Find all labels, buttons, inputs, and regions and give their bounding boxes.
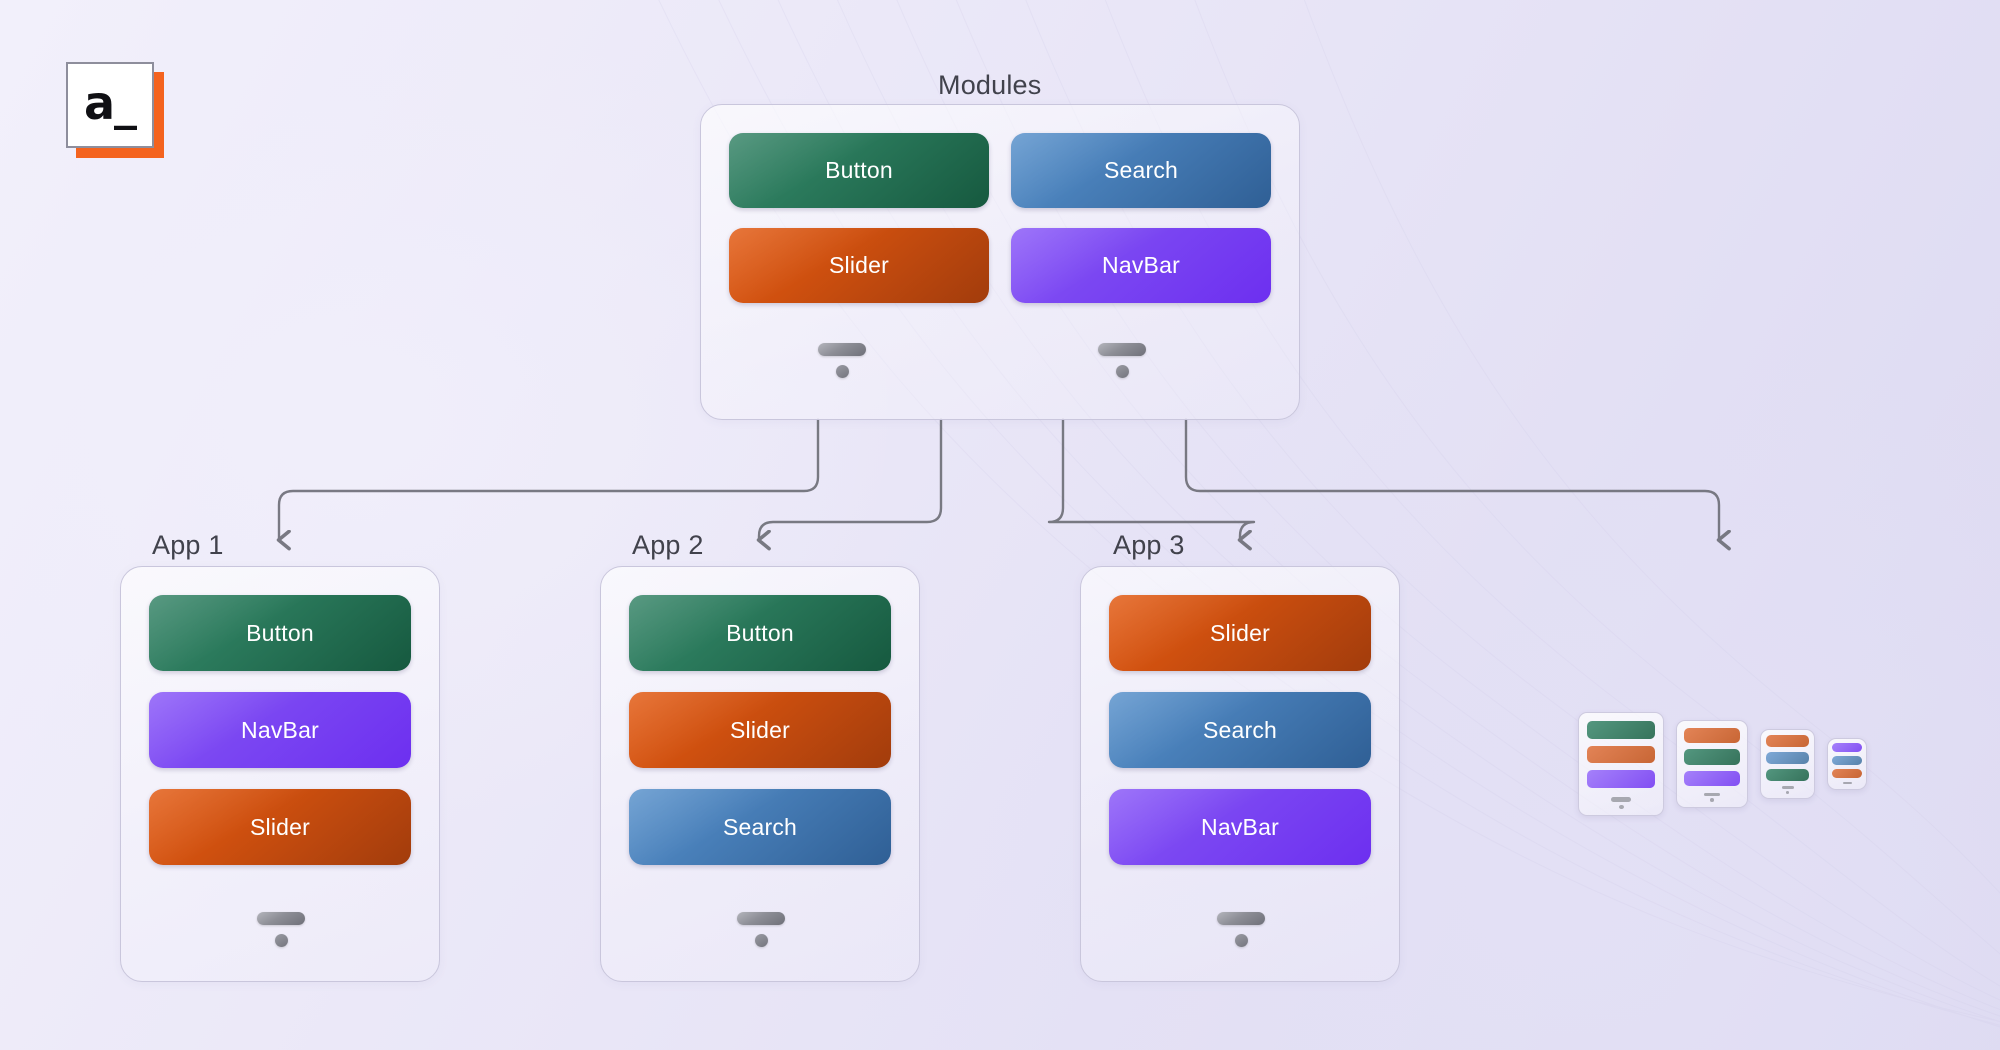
handle-dot xyxy=(1234,934,1248,947)
mini-row xyxy=(1684,770,1740,786)
handle-bar xyxy=(737,912,785,925)
app-chip-label: Search xyxy=(722,813,798,840)
mini-dot xyxy=(1786,791,1789,795)
mini-handle xyxy=(1842,782,1852,784)
mini-row xyxy=(1832,743,1862,752)
mini-card-2[interactable] xyxy=(1676,720,1748,808)
panel-handle xyxy=(257,912,305,947)
mini-dot xyxy=(1618,804,1624,809)
mini-handle xyxy=(1781,786,1794,790)
module-chip-label: Button xyxy=(825,157,893,183)
app-chip-label: NavBar xyxy=(1201,813,1279,840)
app-logo: a_ xyxy=(66,62,164,158)
mini-row xyxy=(1587,770,1655,789)
app2-chip-search[interactable]: Search xyxy=(629,789,891,865)
app-chip-label: NavBar xyxy=(241,716,319,743)
logo-text: a_ xyxy=(83,76,137,130)
app-chip-label: Button xyxy=(246,619,314,646)
app2-chip-slider[interactable]: Slider xyxy=(629,692,891,768)
handle-dot xyxy=(274,934,288,947)
app3-chip-navbar[interactable]: NavBar xyxy=(1109,789,1371,865)
mini-card-4[interactable] xyxy=(1827,738,1867,790)
handle-bar xyxy=(257,912,305,925)
module-chip-button[interactable]: Button xyxy=(729,133,989,208)
module-chip-label: NavBar xyxy=(1102,252,1180,278)
wire-to-app3 xyxy=(1047,418,1256,540)
logo-card: a_ xyxy=(66,62,154,148)
app3-chip-slider[interactable]: Slider xyxy=(1109,595,1371,671)
app-chip-label: Button xyxy=(726,619,794,646)
mini-row xyxy=(1684,728,1740,744)
panel-handle-left xyxy=(818,343,866,378)
panel-handle-right xyxy=(1098,343,1146,378)
app2-chip-button[interactable]: Button xyxy=(629,595,891,671)
wire-to-minis xyxy=(1184,418,1719,540)
module-chip-search[interactable]: Search xyxy=(1011,133,1271,208)
modules-panel: Button Search Slider NavBar xyxy=(700,104,1300,420)
app-chip-label: Slider xyxy=(249,813,310,840)
wire-to-app1 xyxy=(279,418,820,540)
mini-handle xyxy=(1611,797,1631,802)
app1-chip-button[interactable]: Button xyxy=(149,595,411,671)
mini-row xyxy=(1684,749,1740,765)
app-chip-label: Slider xyxy=(729,716,790,743)
wire-to-app2 xyxy=(759,418,943,540)
app3-panel: Slider Search NavBar xyxy=(1080,566,1400,982)
module-chip-navbar[interactable]: NavBar xyxy=(1011,228,1271,303)
mini-card-1[interactable] xyxy=(1578,712,1664,816)
module-chip-label: Slider xyxy=(828,252,889,278)
app1-panel-title: App 1 xyxy=(152,530,224,560)
app1-panel: Button NavBar Slider xyxy=(120,566,440,982)
mini-row xyxy=(1587,745,1655,764)
mini-card-cluster xyxy=(1578,712,1867,816)
handle-dot xyxy=(754,934,768,947)
app-chip-label: Slider xyxy=(1209,619,1270,646)
mini-row xyxy=(1766,752,1809,765)
mini-dot xyxy=(1710,798,1714,802)
mini-row xyxy=(1766,735,1809,748)
modules-panel-title: Modules xyxy=(938,70,1042,100)
app3-panel-title: App 3 xyxy=(1113,530,1185,560)
handle-dot xyxy=(835,365,849,378)
handle-bar xyxy=(1217,912,1265,925)
app2-panel: Button Slider Search xyxy=(600,566,920,982)
mini-card-3[interactable] xyxy=(1760,729,1815,799)
app-chip-label: Search xyxy=(1202,716,1278,743)
handle-bar xyxy=(1098,343,1146,356)
app2-panel-title: App 2 xyxy=(632,530,704,560)
mini-row xyxy=(1766,769,1809,782)
module-chip-slider[interactable]: Slider xyxy=(729,228,989,303)
mini-row xyxy=(1832,756,1862,765)
mini-row xyxy=(1832,769,1862,778)
handle-bar xyxy=(818,343,866,356)
app3-chip-search[interactable]: Search xyxy=(1109,692,1371,768)
handle-dot xyxy=(1115,365,1129,378)
panel-handle xyxy=(737,912,785,947)
module-chip-label: Search xyxy=(1103,157,1179,183)
mini-row xyxy=(1587,721,1655,739)
mini-handle xyxy=(1704,792,1720,797)
app1-chip-slider[interactable]: Slider xyxy=(149,789,411,865)
panel-handle xyxy=(1217,912,1265,947)
app1-chip-navbar[interactable]: NavBar xyxy=(149,692,411,768)
